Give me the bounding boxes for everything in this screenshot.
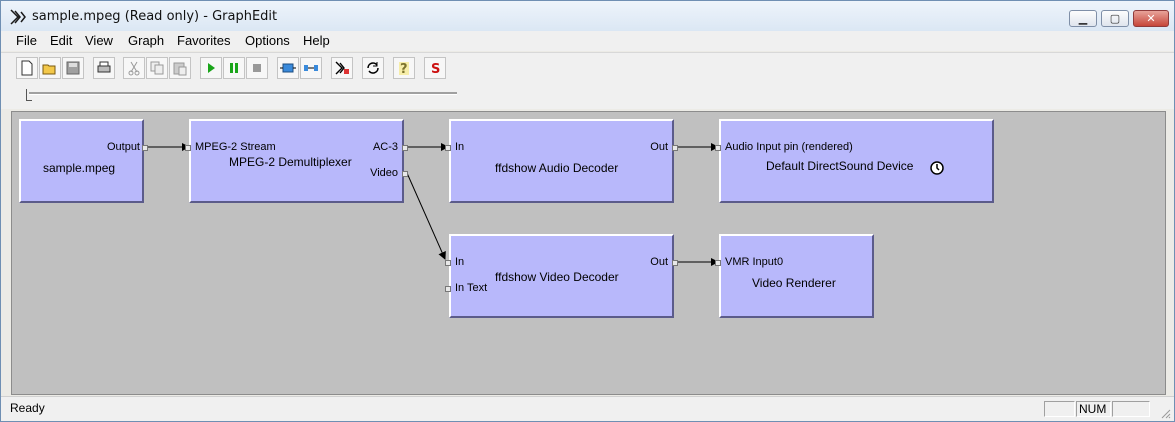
help-icon: ?: [399, 62, 409, 76]
filter-name: Default DirectSound Device: [766, 159, 914, 173]
graph-canvas[interactable]: Output sample.mpeg MPEG-2 Stream MPEG-2 …: [11, 111, 1166, 395]
paste-icon: [173, 62, 187, 76]
pin-video-connector[interactable]: [402, 171, 408, 177]
pin-out[interactable]: Out: [650, 256, 668, 268]
status-panel-caps: [1044, 401, 1075, 417]
menu-options[interactable]: Options: [245, 33, 290, 48]
new-icon: [21, 60, 33, 76]
maximize-icon: ▢: [1109, 12, 1121, 25]
open-button[interactable]: [39, 57, 61, 79]
pin-ac3[interactable]: AC-3: [372, 141, 398, 153]
stop-button[interactable]: [246, 57, 268, 79]
filter-video-renderer[interactable]: VMR Input0 Video Renderer: [715, 234, 874, 318]
filter-name: ffdshow Video Decoder: [495, 270, 619, 284]
menu-file[interactable]: File: [16, 33, 37, 48]
paste-button[interactable]: [169, 57, 191, 79]
pin-in-text[interactable]: In Text: [455, 282, 488, 294]
frame-step-icon: [304, 65, 318, 71]
pin-audio-input[interactable]: Audio Input pin (rendered): [725, 141, 853, 153]
seek-icon: [280, 63, 296, 73]
play-icon: [208, 63, 215, 73]
pin-in[interactable]: In: [455, 256, 465, 268]
sync-icon: S: [431, 62, 440, 76]
render-icon: [335, 61, 349, 75]
new-button[interactable]: [16, 57, 38, 79]
copy-button[interactable]: [146, 57, 168, 79]
seek-button[interactable]: [277, 57, 299, 79]
menu-favorites[interactable]: Favorites: [177, 33, 231, 48]
print-icon: [97, 61, 111, 73]
pin-out-connector[interactable]: [672, 260, 678, 266]
pin-video[interactable]: Video: [370, 167, 398, 179]
stop-icon: [253, 64, 261, 72]
pin-in-connector[interactable]: [185, 145, 191, 151]
filter-name: ffdshow Audio Decoder: [495, 161, 619, 175]
pause-icon: [230, 63, 238, 73]
pin-in-connector[interactable]: [715, 260, 721, 266]
pin-out[interactable]: Out: [650, 141, 668, 153]
pin-in[interactable]: In: [455, 141, 465, 153]
pin-output[interactable]: Output: [106, 141, 140, 153]
copy-icon: [150, 61, 164, 75]
save-icon: [66, 61, 80, 75]
menu-graph[interactable]: Graph: [128, 33, 165, 48]
pin-in-connector[interactable]: [715, 145, 721, 151]
pin-out-connector[interactable]: [672, 145, 678, 151]
seek-thumb[interactable]: [26, 89, 32, 101]
close-icon: ✕: [1146, 12, 1156, 25]
minimize-button[interactable]: ▁: [1069, 10, 1097, 27]
pin-in-connector[interactable]: [445, 260, 451, 266]
frame-step-button[interactable]: [300, 57, 322, 79]
filter-video-decoder[interactable]: In In Text ffdshow Video Decoder Out: [445, 234, 678, 318]
minimize-icon: ▁: [1078, 12, 1088, 25]
pin-vmr-input0[interactable]: VMR Input0: [725, 256, 784, 268]
menu-edit[interactable]: Edit: [50, 33, 73, 48]
cut-icon: [128, 61, 140, 76]
status-panel-num: NUM: [1076, 401, 1111, 417]
window-title: sample.mpeg (Read only) - GraphEdit: [32, 9, 278, 24]
help-button[interactable]: ?: [393, 57, 415, 79]
refresh-button[interactable]: [362, 57, 384, 79]
filter-name: sample.mpeg: [43, 161, 116, 175]
pause-button[interactable]: [223, 57, 245, 79]
title-bar[interactable]: sample.mpeg (Read only) - GraphEdit ▁ ▢ …: [1, 1, 1174, 32]
pin-in-connector[interactable]: [445, 145, 451, 151]
filter-source[interactable]: Output sample.mpeg: [19, 119, 148, 203]
close-button[interactable]: ✕: [1133, 10, 1169, 27]
clock-icon: [930, 161, 944, 175]
sync-button[interactable]: S: [424, 57, 446, 79]
play-button[interactable]: [200, 57, 222, 79]
toolbar: ? S: [1, 52, 1174, 85]
pin-output-connector[interactable]: [142, 145, 148, 151]
pin-ac3-connector[interactable]: [402, 145, 408, 151]
print-button[interactable]: [93, 57, 115, 79]
filter-name: MPEG-2 Demultiplexer: [229, 155, 352, 169]
status-panel-scroll: [1112, 401, 1150, 417]
save-button[interactable]: [62, 57, 84, 79]
status-bar: Ready NUM: [1, 396, 1174, 421]
connection-demux-video: [406, 172, 446, 260]
graphedit-app-icon: [10, 9, 26, 25]
filter-demux[interactable]: MPEG-2 Stream MPEG-2 Demultiplexer AC-3 …: [185, 119, 408, 203]
status-text: Ready: [10, 401, 45, 415]
filter-audio-renderer[interactable]: Audio Input pin (rendered) Default Direc…: [715, 119, 994, 203]
seek-track[interactable]: [29, 92, 457, 95]
maximize-button[interactable]: ▢: [1101, 10, 1129, 27]
resize-grip-icon[interactable]: [1159, 407, 1171, 419]
pin-mpeg2-stream[interactable]: MPEG-2 Stream: [195, 141, 276, 153]
filter-audio-decoder[interactable]: In ffdshow Audio Decoder Out: [445, 119, 678, 203]
open-icon: [42, 64, 56, 75]
seek-bar[interactable]: [1, 84, 1174, 109]
menu-view[interactable]: View: [85, 33, 113, 48]
cut-button[interactable]: [123, 57, 145, 79]
menu-help[interactable]: Help: [303, 33, 330, 48]
render-button[interactable]: [331, 57, 353, 79]
filter-name: Video Renderer: [752, 276, 836, 290]
refresh-icon: [367, 62, 379, 74]
menu-bar: File Edit View Graph Favorites Options H…: [1, 31, 1174, 51]
svg-text:S: S: [431, 62, 440, 76]
pin-in-text-connector[interactable]: [445, 286, 451, 292]
